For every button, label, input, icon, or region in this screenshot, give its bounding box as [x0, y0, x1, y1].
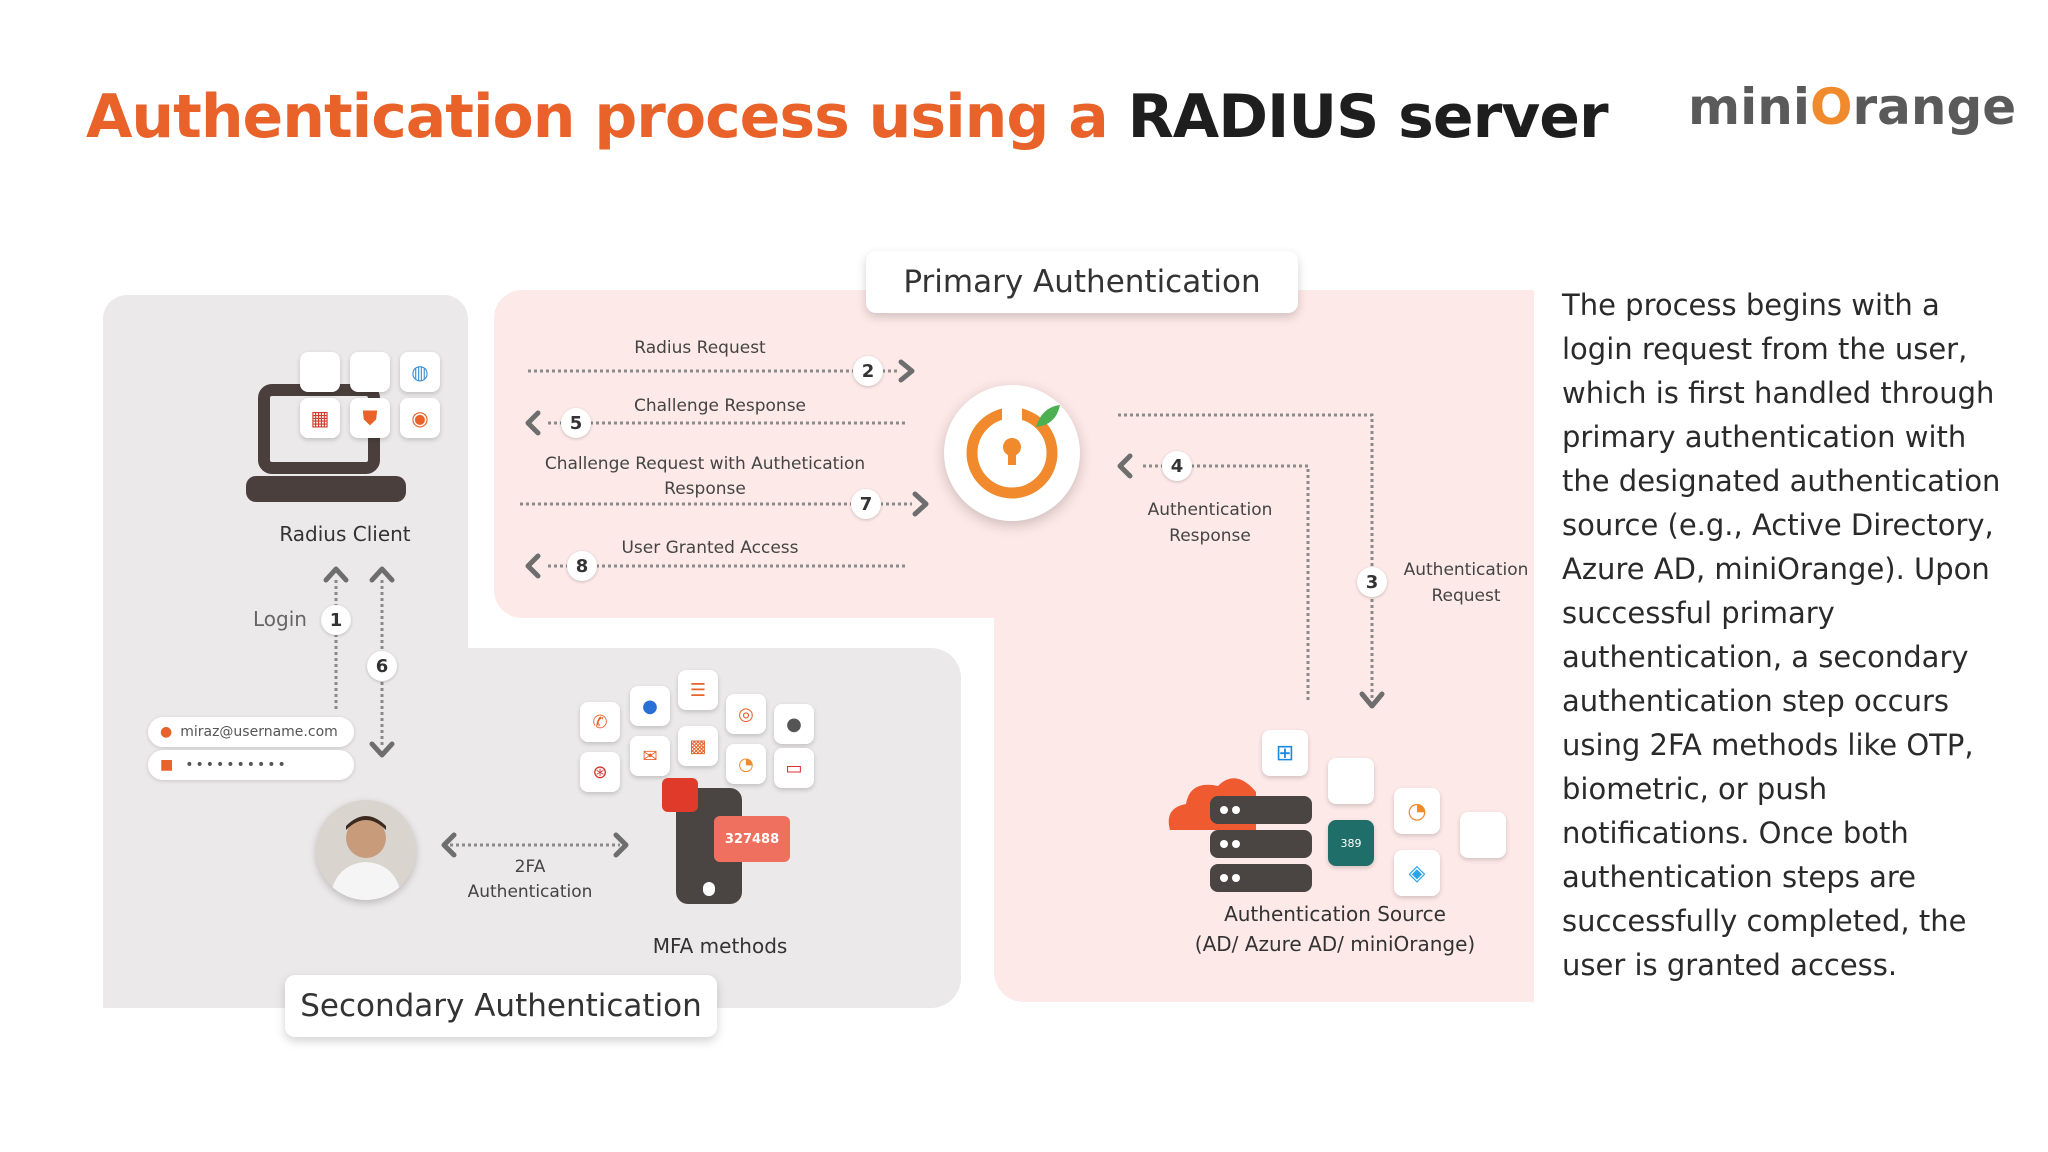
389-directory-icon: 389: [1328, 820, 1374, 866]
arrow-8-head: [525, 553, 541, 579]
arrow-7-head: [912, 491, 929, 517]
primary-authentication-heading: Primary Authentication: [866, 251, 1298, 313]
step-badge-7: 7: [851, 489, 881, 519]
label-2fa-1: 2FA: [514, 857, 546, 877]
step-badge-8: 8: [567, 551, 597, 581]
step-badge-4: 4: [1162, 451, 1192, 481]
arrow-2fa-left-head: [441, 832, 457, 858]
label-auth-request-2: Request: [1431, 586, 1501, 606]
mfa-cluster: ✆ ● ☰ ◎ ● ✉ ▩ ◔ ▭ ⊛ 327488: [580, 670, 840, 920]
step-badge-1: 1: [321, 605, 351, 635]
arrow-3-line: [1118, 413, 1374, 700]
username-field[interactable]: ● miraz@username.com: [148, 717, 354, 747]
logo-o: O: [1809, 78, 1853, 136]
label-login: Login: [253, 607, 307, 631]
list-icon: ☰: [678, 670, 718, 710]
step-badge-5: 5: [561, 408, 591, 438]
arrow-1-head: [323, 566, 349, 583]
radius-client-label: Radius Client: [240, 522, 450, 546]
openvpn-icon: ◉: [400, 398, 440, 438]
windows-icon: ⊞: [1262, 730, 1308, 776]
page-title: Authentication process using a RADIUS se…: [86, 82, 1609, 152]
label-2fa-2: Authentication: [467, 882, 593, 902]
otp-code: 327488: [724, 831, 780, 847]
secure-lock-icon: ●: [630, 686, 670, 726]
radius-client-text: Radius Client: [279, 522, 411, 546]
logo-text-end: range: [1852, 78, 2017, 136]
user-icon: ●: [160, 724, 173, 740]
miniorange-logo: miniOrange: [1688, 78, 2016, 136]
arrow-4-line: [1140, 464, 1310, 700]
cloud-server-icon: [1160, 758, 1320, 898]
sophos-shield-icon: ⛊: [350, 398, 390, 438]
lock-icon: ■: [160, 757, 174, 773]
password-field[interactable]: ■ ••••••••••: [148, 750, 354, 780]
label-challenge-response: Challenge Response: [633, 396, 807, 416]
otp-bubble: 327488: [714, 816, 790, 862]
title-part-2: RADIUS server: [1127, 82, 1609, 152]
label-challenge-request-2: Response: [664, 479, 746, 499]
title-part-1: Authentication process using a: [86, 82, 1109, 152]
radius-server-icon: [944, 385, 1080, 521]
label-challenge-request-1: Challenge Request with Authetication: [544, 454, 866, 474]
auth-source-text-2: (AD/ Azure AD/ miniOrange): [1194, 932, 1476, 956]
arrow-3-head: [1359, 691, 1385, 709]
chat-bubble-icon: [662, 778, 698, 812]
adfs-icon: [1328, 758, 1374, 804]
password-value: ••••••••••: [185, 757, 288, 773]
auth-source-label-1: Authentication Source: [1170, 902, 1500, 926]
step-badge-6: 6: [367, 651, 397, 681]
label-auth-response-2: Response: [1169, 526, 1251, 546]
openldap-icon: [1460, 812, 1506, 858]
arrow-2-head: [898, 359, 915, 383]
qr-code-icon: ▩: [678, 726, 718, 766]
email-icon: ✉: [630, 736, 670, 776]
arrow-2fa-right-head: [613, 832, 629, 858]
mfa-methods-label: MFA methods: [600, 934, 840, 958]
username-value: miraz@username.com: [180, 724, 338, 740]
arrow-5-head: [525, 410, 541, 436]
auth-source-text-1: Authentication Source: [1224, 902, 1446, 926]
description-text: The process begins with a login request …: [1562, 288, 2001, 982]
secondary-panel: [103, 648, 961, 1008]
step-badge-2: 2: [853, 356, 883, 386]
mfa-methods-text: MFA methods: [652, 934, 788, 958]
phone-call-icon: ✆: [580, 702, 620, 742]
globe-icon: ◍: [400, 352, 440, 392]
label-radius-request: Radius Request: [634, 338, 766, 358]
identity-provider-tiles: ⊞ ◔ 389 ◈: [1262, 730, 1512, 900]
logo-text-start: mini: [1688, 78, 1810, 136]
secondary-authentication-heading: Secondary Authentication: [285, 975, 717, 1037]
azure-ad-icon: ◈: [1394, 850, 1440, 896]
auth-source-label-2: (AD/ Azure AD/ miniOrange): [1170, 932, 1500, 956]
miniorange-authenticator-icon: ◔: [726, 744, 766, 784]
label-auth-response-1: Authentication: [1147, 500, 1273, 520]
yubikey-icon: ▭: [774, 748, 814, 788]
step-badge-3: 3: [1357, 567, 1387, 597]
primary-panel-bottom: [994, 560, 1534, 1002]
mikrotik-icon: [350, 352, 390, 392]
label-user-granted-access: User Granted Access: [621, 538, 799, 558]
arrow-6-up-head: [369, 566, 395, 583]
user-avatar: [316, 800, 416, 900]
vendor-tiles: ◍ ▦ ⛊ ◉: [300, 352, 450, 448]
cisco-icon: [300, 352, 340, 392]
arrow-6-down-head: [369, 741, 395, 758]
authy-icon: ⊛: [580, 752, 620, 792]
miniorange-source-icon: ◔: [1394, 788, 1440, 834]
hardware-token-icon: ●: [774, 704, 814, 744]
fingerprint-icon: ◎: [726, 694, 766, 734]
arrow-4-head: [1117, 453, 1133, 479]
label-auth-request-1: Authentication: [1403, 560, 1529, 580]
fortinet-icon: ▦: [300, 398, 340, 438]
